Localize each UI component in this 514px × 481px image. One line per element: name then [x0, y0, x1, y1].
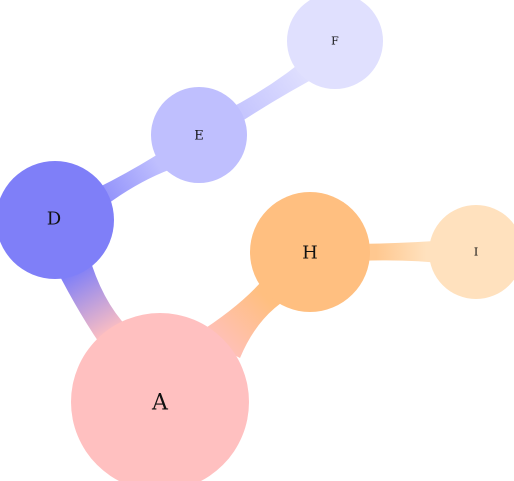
- node-a: A: [71, 313, 249, 481]
- node-h: H: [250, 192, 370, 312]
- node-h-label: H: [302, 243, 318, 264]
- node-f: F: [287, 0, 383, 89]
- node-a-circle: [71, 313, 249, 481]
- node-d-circle: [0, 161, 114, 279]
- node-a-label: A: [151, 391, 169, 416]
- node-e: E: [151, 87, 247, 183]
- node-d-label: D: [47, 209, 61, 230]
- node-i-circle: [429, 205, 514, 299]
- node-f-circle: [287, 0, 383, 89]
- node-f-label: F: [331, 35, 339, 48]
- node-e-label: E: [194, 129, 204, 144]
- node-i-label: I: [474, 246, 478, 259]
- node-d: D: [0, 161, 114, 279]
- node-e-circle: [151, 87, 247, 183]
- node-h-circle: [250, 192, 370, 312]
- node-i: I: [429, 205, 514, 299]
